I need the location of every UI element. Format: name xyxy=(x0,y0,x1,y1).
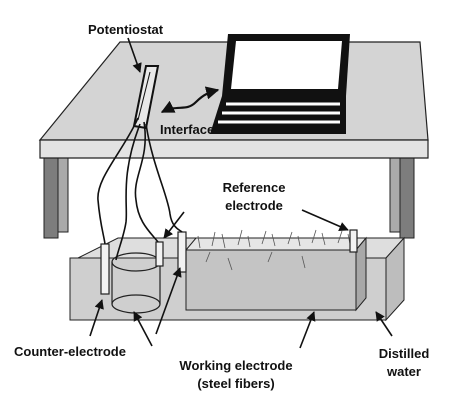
table-leg-right xyxy=(399,145,415,239)
wires xyxy=(97,117,183,261)
distilled-water-label-line2: water xyxy=(386,364,421,379)
reference-rod-right xyxy=(349,229,358,253)
counter-arrow xyxy=(89,299,104,337)
reference-arrow-left xyxy=(163,211,185,239)
reference-arrow-right xyxy=(301,209,349,231)
working-electrode-label-line1: Working electrode xyxy=(179,358,292,373)
interface-label: Interface xyxy=(160,122,214,137)
counter-electrode-label: Counter-electrode xyxy=(14,344,126,359)
reference-rod-left xyxy=(155,241,164,267)
laptop-icon xyxy=(210,34,350,134)
distilled-arrow xyxy=(375,311,393,337)
table-edge xyxy=(39,139,429,159)
working-electrode-block xyxy=(184,236,368,312)
working-rod xyxy=(177,231,187,273)
working-arrow-a xyxy=(133,311,153,347)
tank-side xyxy=(385,236,405,322)
laptop-screen xyxy=(231,41,342,89)
potentiostat-label: Potentiostat xyxy=(88,22,164,37)
potentiostat-device xyxy=(132,65,160,130)
reference-label-line2: electrode xyxy=(225,198,283,213)
table-leg-left-shade xyxy=(57,145,69,233)
working-arrow-c xyxy=(299,311,316,349)
working-electrode-label-line2: (steel fibers) xyxy=(197,376,274,391)
table-leg-right-shade xyxy=(389,145,401,233)
distilled-water-label-line1: Distilled xyxy=(379,346,430,361)
laptop-base xyxy=(210,96,346,134)
table-leg-left xyxy=(43,145,59,239)
interface-arrow xyxy=(160,86,220,113)
reference-label-line1: Reference xyxy=(223,180,286,195)
working-arrow-b xyxy=(155,267,182,335)
counter-rod xyxy=(100,243,110,295)
steel-fibers xyxy=(197,229,351,271)
potentiostat-arrow xyxy=(127,37,142,73)
